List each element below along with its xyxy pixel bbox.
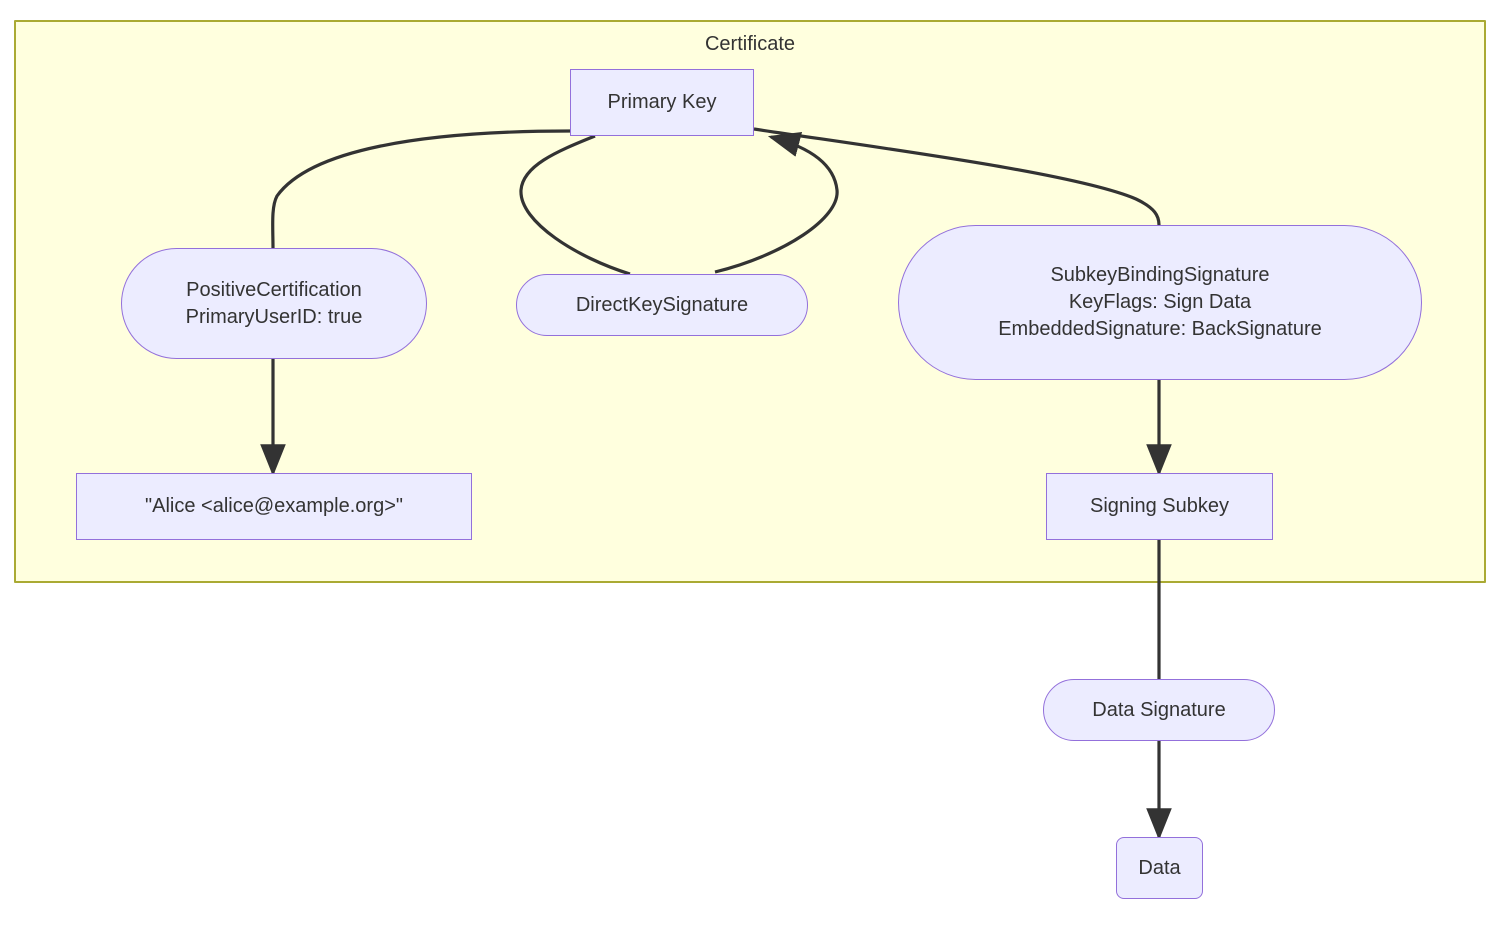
node-label: Data xyxy=(1138,856,1181,879)
subgraph-title: Certificate xyxy=(704,33,796,55)
node-user-id[interactable]: "Alice <alice@example.org>" xyxy=(76,473,472,540)
node-label: SubkeyBindingSignature KeyFlags: Sign Da… xyxy=(998,264,1322,340)
node-positive-certification[interactable]: PositiveCertification PrimaryUserID: tru… xyxy=(121,248,427,359)
node-label: Primary Key xyxy=(607,91,717,113)
node-label: Signing Subkey xyxy=(1090,495,1229,517)
node-data[interactable]: Data xyxy=(1116,837,1203,899)
node-direct-key-signature[interactable]: DirectKeySignature xyxy=(516,274,808,336)
node-signing-subkey[interactable]: Signing Subkey xyxy=(1046,473,1273,540)
node-label: Data Signature xyxy=(1092,698,1226,721)
node-label: "Alice <alice@example.org>" xyxy=(145,495,403,517)
node-label: DirectKeySignature xyxy=(575,293,749,316)
node-label: PositiveCertification PrimaryUserID: tru… xyxy=(185,278,363,328)
node-subkey-binding-signature[interactable]: SubkeyBindingSignature KeyFlags: Sign Da… xyxy=(898,225,1422,380)
node-primary-key[interactable]: Primary Key xyxy=(570,69,754,136)
node-data-signature[interactable]: Data Signature xyxy=(1043,679,1275,741)
